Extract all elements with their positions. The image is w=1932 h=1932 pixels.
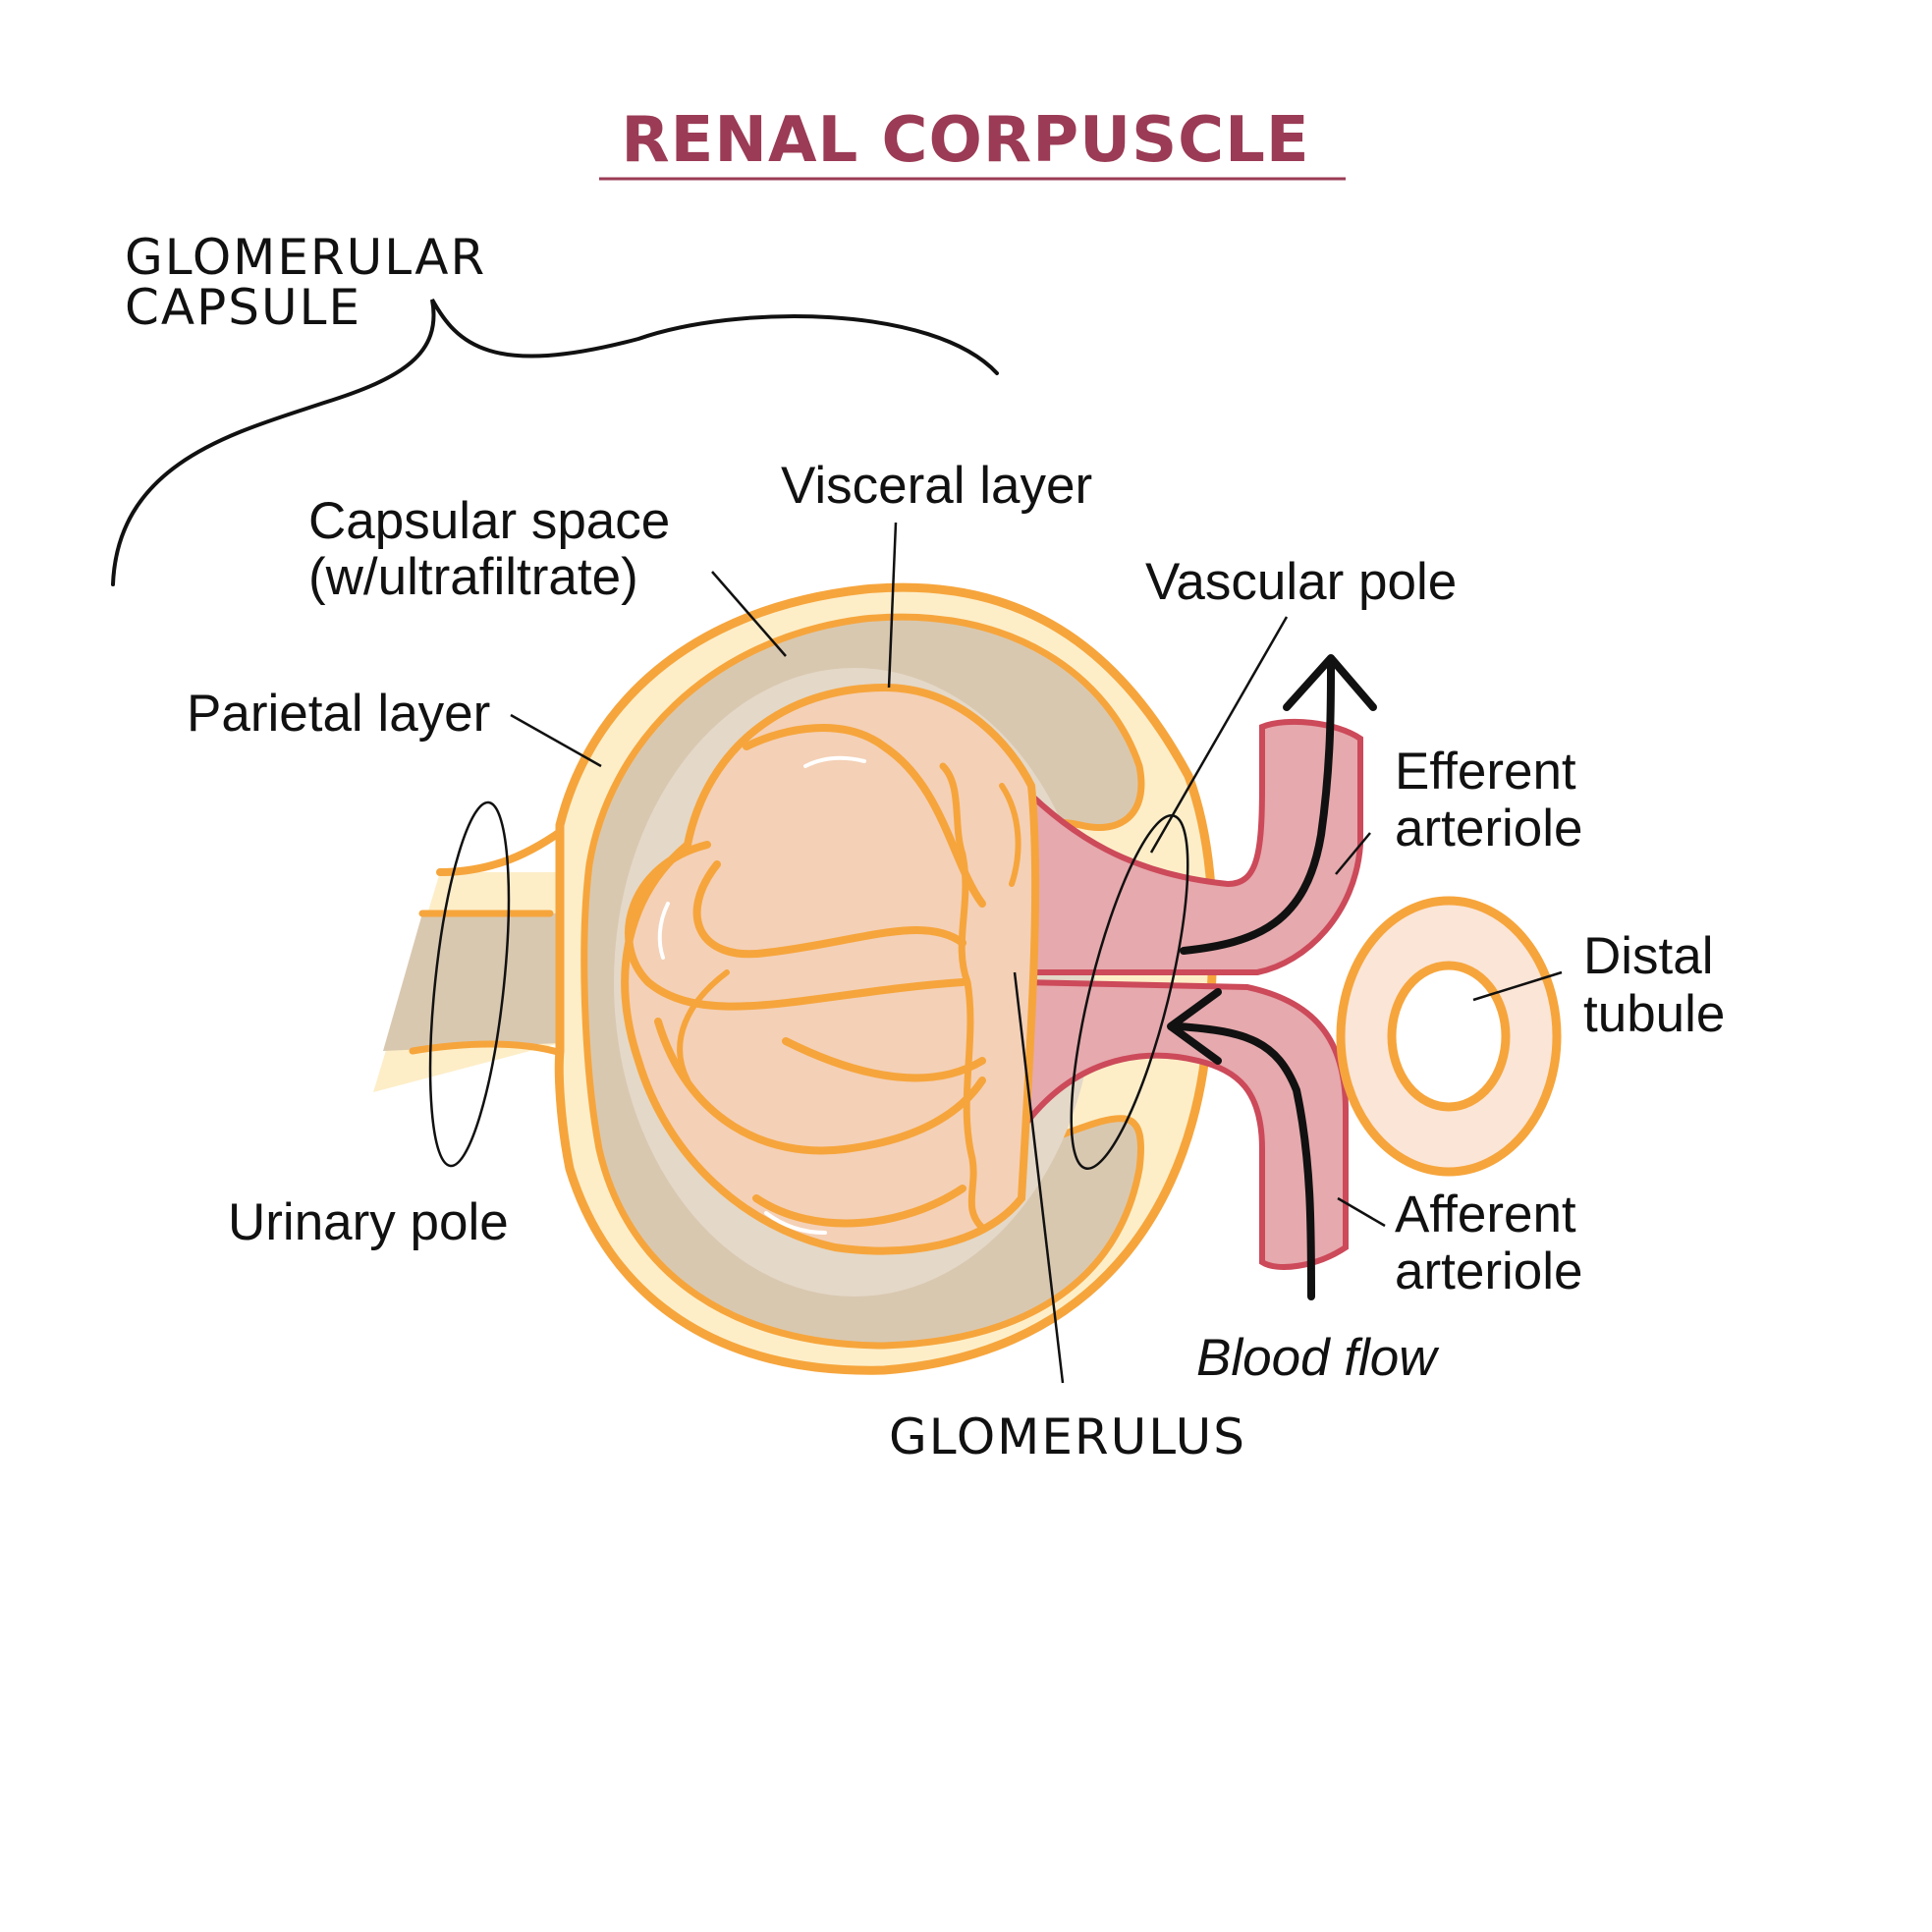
efferent-arrowhead: [1283, 654, 1377, 711]
label-capsular-space-line1: Capsular space: [308, 492, 670, 550]
label-glomerular-capsule-line2: CAPSULE: [125, 279, 361, 336]
leader-vascular-pole: [1149, 616, 1289, 854]
urinary-pole-tube: [373, 821, 574, 1092]
label-distal-tubule-line1: Distal: [1583, 927, 1714, 985]
label-glomerular-capsule-2: CAPSULE: [125, 279, 361, 336]
labels: GLOMERULAR CAPSULE Capsular space (w/ult…: [125, 229, 1725, 1465]
blood-flow-arrows: [1167, 654, 1377, 1300]
label-efferent-arteriole-line1: Efferent: [1395, 743, 1576, 800]
afferent-arteriole: [1019, 978, 1349, 1270]
label-glomerular-capsule: GLOMERULAR: [125, 229, 486, 286]
leader-lines: [510, 522, 1563, 1384]
label-distal-tubule-line2: tubule: [1583, 985, 1725, 1043]
afferent-arrowhead: [1167, 988, 1222, 1065]
leader-efferent-arteriole: [1335, 832, 1371, 875]
efferent-flow-arrow: [1180, 664, 1335, 955]
urinary-pole-marker: [428, 800, 511, 1168]
leader-visceral-layer: [887, 522, 898, 689]
efferent-arteriole: [1019, 718, 1363, 975]
page-title: RENAL CORPUSCLE: [621, 104, 1309, 177]
label-glomerulus: GLOMERULUS: [889, 1408, 1246, 1465]
label-efferent-arteriole-line2: arteriole: [1395, 800, 1582, 857]
distal-tubule: [1336, 896, 1562, 1177]
title-group: RENAL CORPUSCLE: [599, 104, 1346, 181]
leader-afferent-arteriole: [1337, 1196, 1386, 1228]
label-afferent-arteriole-line2: arteriole: [1395, 1242, 1582, 1300]
leader-parietal-layer: [510, 713, 602, 768]
leader-glomerulus: [1013, 971, 1065, 1384]
leader-capsular-space: [711, 571, 787, 657]
arterioles: [1019, 718, 1363, 1270]
label-afferent-arteriole-line1: Afferent: [1395, 1186, 1576, 1243]
label-parietal-layer: Parietal layer: [187, 685, 490, 743]
afferent-flow-arrow: [1175, 1022, 1315, 1300]
label-blood-flow: Blood flow: [1196, 1329, 1440, 1387]
glomerulus-tuft: [621, 683, 1040, 1255]
label-capsular-space-line2: (w/ultrafiltrate): [308, 548, 638, 606]
label-glomerular-capsule-line1: GLOMERULAR: [125, 229, 486, 286]
label-vascular-pole: Vascular pole: [1145, 553, 1457, 611]
glomerular-capsule-brace: [111, 299, 999, 586]
label-urinary-pole: Urinary pole: [228, 1193, 509, 1251]
leader-distal-tubule: [1472, 970, 1563, 1002]
glomerulus-highlights: [657, 755, 866, 1235]
label-visceral-layer: Visceral layer: [781, 457, 1092, 515]
